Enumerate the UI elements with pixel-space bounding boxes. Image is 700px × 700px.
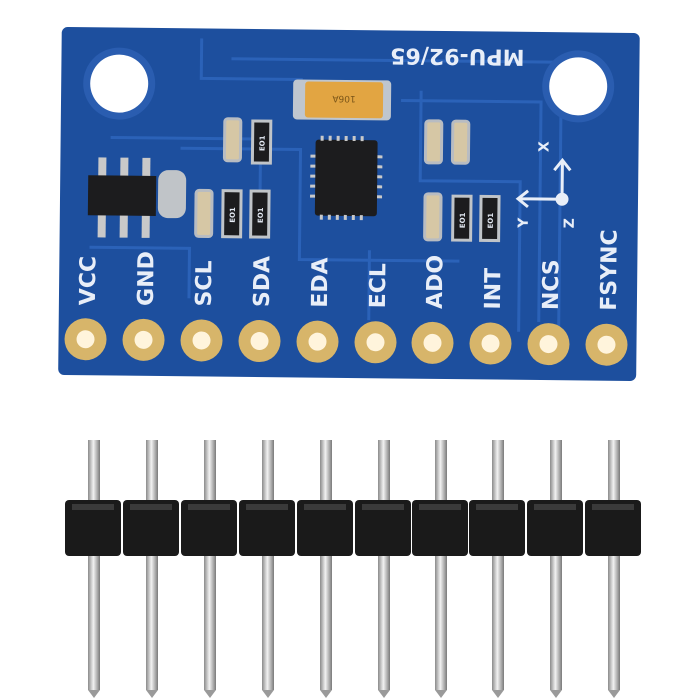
solder-pad <box>469 322 512 365</box>
axis-label-x: X <box>537 141 553 152</box>
svg-text:EO1: EO1 <box>229 207 237 223</box>
svg-text:106A: 106A <box>332 93 356 103</box>
header-pin <box>608 440 620 698</box>
header-housing-segment <box>239 500 295 556</box>
solder-pad <box>238 320 281 363</box>
smd-resistors: EO1 EO1 EO1 EO1 EO1 <box>221 119 501 243</box>
axis-indicator <box>515 157 572 209</box>
voltage-regulator <box>87 157 187 238</box>
solder-pads <box>64 318 628 366</box>
svg-text:EO1: EO1 <box>487 213 495 229</box>
axis-label-y: Y <box>516 217 532 229</box>
svg-text:EO1: EO1 <box>259 135 267 151</box>
header-housing-segment <box>355 500 411 556</box>
header-pin <box>204 440 216 698</box>
pin-label: INT <box>481 268 506 310</box>
svg-text:EO1: EO1 <box>257 207 265 223</box>
header-pin <box>378 440 390 698</box>
solder-pad <box>296 320 339 363</box>
pcb-board: MPU-92/65 106A <box>58 27 640 381</box>
svg-text:EO1: EO1 <box>459 212 467 228</box>
header-housing-segment <box>123 500 179 556</box>
header-pin <box>320 440 332 698</box>
solder-pad <box>180 319 223 362</box>
header-pin <box>88 440 100 698</box>
header-housing-segment <box>527 500 583 556</box>
board-title: MPU-92/65 <box>390 42 525 68</box>
mount-hole-left <box>90 54 149 113</box>
pin-label: NCS <box>539 259 565 310</box>
pin-label: SDA <box>250 256 276 307</box>
header-housing-segment <box>412 500 468 556</box>
header-pin <box>492 440 504 698</box>
solder-pad <box>64 318 107 361</box>
pin-label: GND <box>134 251 160 306</box>
pin-label: EDA <box>308 257 334 308</box>
pin-label: ECL <box>366 263 391 308</box>
pin-label: ADO <box>423 255 449 309</box>
solder-pad <box>585 323 628 366</box>
mount-hole-right <box>549 57 608 116</box>
axis-label-z: Z <box>562 218 578 228</box>
header-housing-segment <box>65 500 121 556</box>
pin-label: SCL <box>192 260 217 306</box>
solder-pad <box>527 323 570 366</box>
solder-pad <box>122 318 165 361</box>
header-housing-segment <box>297 500 353 556</box>
pin-label: VCC <box>76 256 102 306</box>
header-housing-segment <box>585 500 641 556</box>
header-pin <box>146 440 158 698</box>
solder-pad <box>411 321 454 364</box>
tantalum-capacitor: 106A <box>292 79 392 121</box>
pin-labels: VCC GND SCL SDA EDA ECL ADO INT NCS FSYN… <box>76 229 623 311</box>
header-housing-segment <box>181 500 237 556</box>
header-pin <box>435 440 447 698</box>
mpu-chip <box>310 135 383 221</box>
solder-pad <box>354 321 397 364</box>
smd-capacitors <box>194 117 471 242</box>
header-housing-segment <box>469 500 525 556</box>
header-pin <box>550 440 562 698</box>
pin-header <box>65 440 641 698</box>
header-pin <box>262 440 274 698</box>
pin-label: FSYNC <box>597 229 623 311</box>
